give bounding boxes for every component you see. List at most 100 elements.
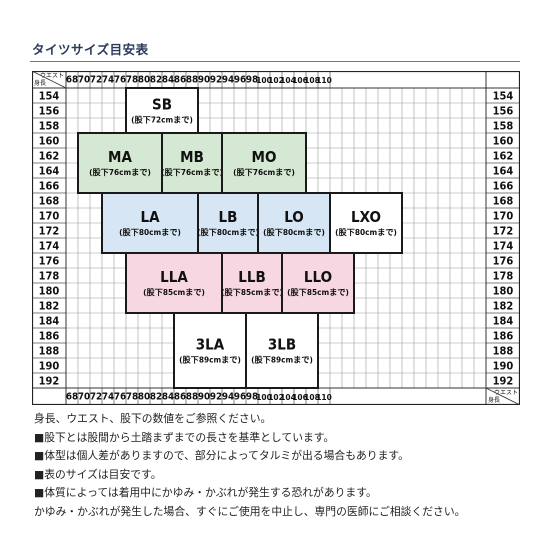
height-row-label: 182 xyxy=(39,300,60,313)
height-row-label: 172 xyxy=(493,225,514,238)
waist-column-label: 98 xyxy=(246,392,258,403)
size-inseam-mo: (股下76cmまで) xyxy=(233,167,295,177)
height-row-label: 160 xyxy=(493,135,514,148)
size-inseam-llo: (股下85cmまで) xyxy=(287,287,349,297)
corner-waist-label: ウエスト xyxy=(40,72,64,80)
height-row-label: 188 xyxy=(39,345,60,358)
height-row-label: 186 xyxy=(39,330,60,343)
waist-column-label: 92 xyxy=(210,75,222,86)
chart-border xyxy=(32,71,520,405)
height-row-label: 160 xyxy=(39,135,60,148)
size-name-mb: MB xyxy=(180,148,204,166)
corner-diagonal xyxy=(32,71,67,89)
height-row-label: 180 xyxy=(39,285,60,298)
height-row-label: 158 xyxy=(493,120,514,133)
corner-waist-label: ウエスト xyxy=(494,389,518,397)
size-name-la: LA xyxy=(140,208,160,226)
size-inseam-lo: (股下80cmまで) xyxy=(263,227,325,237)
size-name-lxo: LXO xyxy=(351,208,381,226)
size-box-ma xyxy=(77,132,163,194)
waist-column-label: 72 xyxy=(90,75,102,86)
size-inseam-3lb: (股下89cmまで) xyxy=(251,355,313,365)
height-row-label: 174 xyxy=(39,240,60,253)
height-row-label: 190 xyxy=(493,360,514,373)
waist-column-label: 94 xyxy=(222,75,234,86)
height-row-label: 184 xyxy=(493,315,514,328)
waist-column-label: 104 xyxy=(280,392,296,402)
waist-column-label: 76 xyxy=(114,75,126,86)
waist-column-label: 70 xyxy=(78,392,90,403)
waist-column-label: 102 xyxy=(268,75,284,85)
size-name-3lb: 3LB xyxy=(268,336,296,354)
waist-column-label: 68 xyxy=(66,392,78,403)
note-line: ■体型は個人差がありますので、部分によってタルミが出る場合もあります。 xyxy=(34,449,409,463)
size-box-mo xyxy=(221,132,307,194)
waist-column-label: 78 xyxy=(126,392,138,403)
height-row-label: 176 xyxy=(493,255,514,268)
note-line: ■表のサイズは目安です。 xyxy=(34,467,162,481)
waist-column-label: 86 xyxy=(174,75,186,86)
height-row-label: 178 xyxy=(39,270,60,283)
height-row-label: 168 xyxy=(493,195,514,208)
waist-column-label: 104 xyxy=(280,75,296,85)
waist-column-label: 70 xyxy=(78,75,90,86)
size-name-mo: MO xyxy=(252,148,277,166)
height-row-label: 186 xyxy=(493,330,514,343)
height-row-label: 182 xyxy=(493,300,514,313)
note-line: かゆみ・かぶれが発生した場合、すぐにご使用を中止し、専門の医師にご相談ください。 xyxy=(34,504,466,518)
size-inseam-sb: (股下72cmまで) xyxy=(131,115,193,125)
waist-column-label: 74 xyxy=(102,392,114,403)
height-row-label: 192 xyxy=(493,375,514,388)
height-row-label: 192 xyxy=(39,375,60,388)
size-box-llb xyxy=(221,252,283,314)
size-name-3la: 3LA xyxy=(196,336,225,354)
size-inseam-mb: (股下76cmまで) xyxy=(161,167,223,177)
note-line: 身長、ウエスト、股下の数値をご参照ください。 xyxy=(34,412,272,425)
height-row-label: 154 xyxy=(39,90,60,103)
waist-column-label: 86 xyxy=(174,392,186,403)
size-inseam-llb: (股下85cmまで) xyxy=(221,287,283,297)
waist-column-label: 96 xyxy=(234,392,246,403)
size-name-ma: MA xyxy=(108,148,132,166)
title-divider xyxy=(30,61,520,62)
height-row-label: 158 xyxy=(39,120,60,133)
waist-column-label: 82 xyxy=(150,392,162,403)
size-name-llb: LLB xyxy=(238,268,265,286)
waist-column-label: 108 xyxy=(304,392,320,402)
height-row-label: 166 xyxy=(493,180,514,193)
waist-column-label: 88 xyxy=(186,75,198,86)
waist-column-label: 72 xyxy=(90,392,102,403)
waist-column-label: 80 xyxy=(138,392,150,403)
size-name-lb: LB xyxy=(219,208,238,226)
height-row-label: 184 xyxy=(39,315,60,328)
size-name-sb: SB xyxy=(152,96,172,114)
size-chart: ウエスト身長ウエスト身長6868707072727474767678788080… xyxy=(32,71,520,405)
waist-column-label: 78 xyxy=(126,75,138,86)
height-row-label: 188 xyxy=(493,345,514,358)
waist-column-label: 90 xyxy=(198,392,210,403)
size-box-la xyxy=(101,192,199,254)
size-box-3lb xyxy=(245,312,319,389)
waist-column-label: 74 xyxy=(102,75,114,86)
waist-column-label: 110 xyxy=(316,392,332,402)
size-inseam-lla: (股下85cmまで) xyxy=(143,287,205,297)
size-inseam-lb: (股下80cmまで) xyxy=(197,227,259,237)
waist-column-label: 100 xyxy=(256,392,272,402)
waist-column-label: 106 xyxy=(292,75,308,85)
waist-column-label: 94 xyxy=(222,392,234,403)
notes: 身長、ウエスト、股下の数値をご参照ください。 ■股下とは股間から土踏まずまでの長… xyxy=(34,410,465,522)
waist-column-label: 82 xyxy=(150,75,162,86)
waist-column-label: 80 xyxy=(138,75,150,86)
size-box-lxo xyxy=(329,192,403,254)
size-box-3la xyxy=(173,312,247,389)
height-row-label: 180 xyxy=(493,285,514,298)
note-line: ■体質によっては着用中にかゆみ・かぶれが発生する恐れがあります。 xyxy=(34,486,377,500)
size-box-sb xyxy=(125,87,199,134)
height-row-label: 174 xyxy=(493,240,514,253)
height-row-label: 156 xyxy=(39,105,60,118)
height-row-label: 170 xyxy=(39,210,60,223)
waist-column-label: 98 xyxy=(246,75,258,86)
height-row-label: 164 xyxy=(39,165,60,178)
size-inseam-la: (股下80cmまで) xyxy=(119,227,181,237)
size-name-lo: LO xyxy=(284,208,304,226)
